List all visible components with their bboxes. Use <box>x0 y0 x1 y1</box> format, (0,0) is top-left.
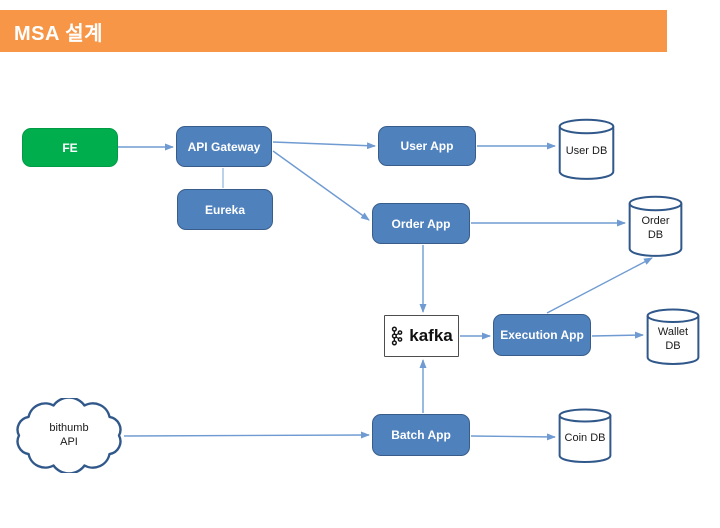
api-gateway-label: API Gateway <box>187 139 261 154</box>
user-db-label: User DB <box>565 145 608 158</box>
user-db-shape <box>558 118 615 180</box>
order-app-node[interactable]: Order App <box>372 203 470 244</box>
connector-execution-app-to-order-db <box>546 257 653 314</box>
execution-app-node[interactable]: Execution App <box>493 314 591 356</box>
slide-title-bar: MSA 설계 <box>0 10 667 52</box>
fe-label: FE <box>62 140 78 155</box>
user-app-label: User App <box>400 139 454 153</box>
cloud-shape <box>14 398 124 473</box>
connector-api-gateway-to-user-app <box>272 141 376 150</box>
bithumb-api-label: bithumb API <box>49 421 89 448</box>
kafka-logo-icon <box>392 326 403 346</box>
wallet-db-label: Wallet DB <box>657 325 689 352</box>
fe-node[interactable]: FE <box>22 128 118 167</box>
user-app-node[interactable]: User App <box>378 126 476 166</box>
connector-execution-app-to-wallet-db <box>591 331 644 339</box>
user-db-cylinder[interactable]: User DB <box>558 118 615 180</box>
eureka-node[interactable]: Eureka <box>177 189 273 230</box>
kafka-label: kafka <box>409 326 453 345</box>
wallet-db-cylinder[interactable]: Wallet DB <box>646 308 700 365</box>
coin-db-shape <box>558 408 612 463</box>
coin-db-label: Coin DB <box>564 431 606 444</box>
kafka-node[interactable]: kafka <box>384 315 459 357</box>
page-title: MSA 설계 <box>14 22 104 45</box>
connector-bithumb-api-to-batch-app <box>123 431 370 439</box>
order-db-shape <box>628 195 683 257</box>
connector-api-gateway-to-order-app <box>272 150 370 221</box>
bithumb-api-cloud[interactable]: bithumb API <box>14 398 124 473</box>
order-db-cylinder[interactable]: Order DB <box>628 195 683 257</box>
order-app-label: Order App <box>391 216 451 231</box>
api-gateway-node[interactable]: API Gateway <box>176 126 272 167</box>
eureka-label: Eureka <box>204 202 246 217</box>
connector-batch-app-to-coin-db <box>470 433 556 441</box>
wallet-db-shape <box>646 308 700 365</box>
order-db-label: Order DB <box>641 215 670 241</box>
execution-app-label: Execution App <box>500 328 584 342</box>
batch-app-node[interactable]: Batch App <box>372 414 470 456</box>
batch-app-label: Batch App <box>391 428 451 442</box>
coin-db-cylinder[interactable]: Coin DB <box>558 408 612 463</box>
